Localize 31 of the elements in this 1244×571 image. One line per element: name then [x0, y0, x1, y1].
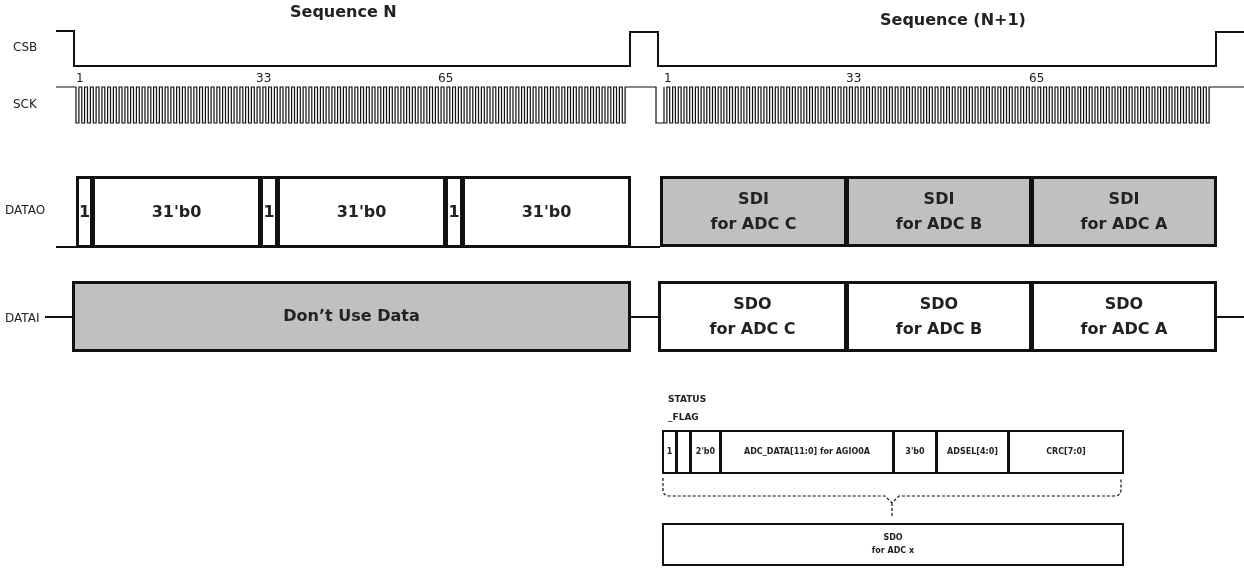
- data-frame-box: SDO for ADC x: [662, 523, 1124, 566]
- clock-count: 65: [438, 71, 454, 86]
- data-segment: SDO for ADC A: [1031, 281, 1217, 352]
- clock-count: 33: [256, 71, 272, 86]
- bit-field: ADSEL[4:0]: [936, 430, 1009, 474]
- signal-name: SCK: [13, 97, 37, 112]
- data-segment: SDO for ADC B: [846, 281, 1032, 352]
- data-segment: SDI for ADC C: [660, 176, 847, 247]
- signal-name: CSB: [13, 40, 38, 55]
- data-segment: SDO for ADC C: [658, 281, 847, 352]
- bit-field: 31'b0: [92, 176, 261, 248]
- field-name: STATUS _FLAG: [668, 393, 708, 424]
- signal-name: DATAI: [5, 311, 40, 326]
- clock-count: 65: [1029, 71, 1045, 86]
- data-segment: Don’t Use Data: [72, 281, 631, 352]
- clock-count: 1: [664, 71, 672, 86]
- data-segment: SDI for ADC A: [1031, 176, 1217, 247]
- bit-field: 31'b0: [277, 176, 446, 248]
- data-segment: SDI for ADC B: [846, 176, 1032, 247]
- signal-name: DATAO: [5, 203, 46, 218]
- bit-field: 31'b0: [462, 176, 631, 248]
- sequence-heading: Sequence (N+1): [880, 10, 1026, 30]
- sequence-heading: Sequence N: [290, 2, 397, 22]
- bit-field: 1: [260, 176, 278, 248]
- bit-field: ADC_DATA[11:0] for AGIO0A: [720, 430, 894, 474]
- bit-field: CRC[7:0]: [1008, 430, 1124, 474]
- bit-field: 3'b0: [893, 430, 937, 474]
- clock-count: 1: [76, 71, 84, 86]
- clock-count: 33: [846, 71, 862, 86]
- bit-field: 1: [445, 176, 463, 248]
- bit-field: 2'b0: [690, 430, 721, 474]
